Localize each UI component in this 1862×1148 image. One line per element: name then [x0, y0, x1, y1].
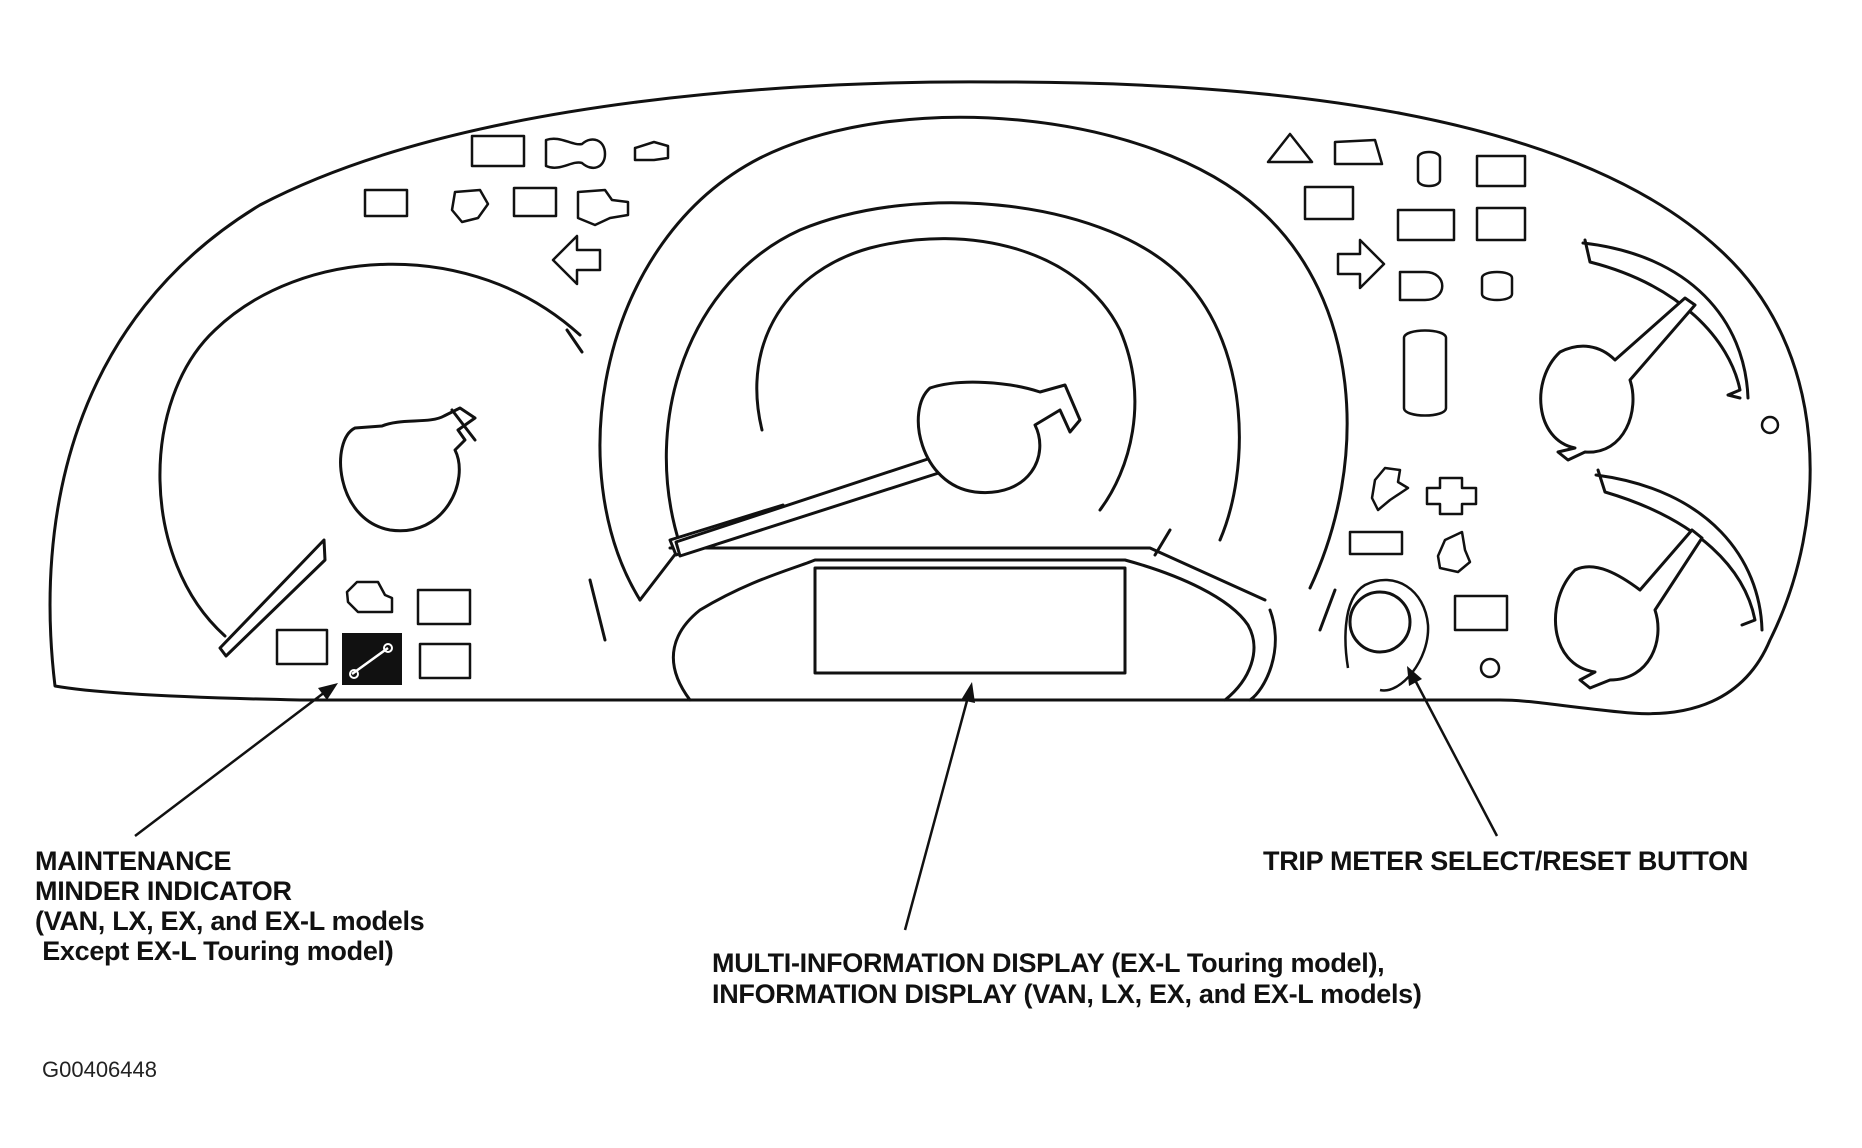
engine-icon-2 — [345, 580, 394, 614]
fuel-gauge — [1539, 238, 1780, 462]
information-display — [813, 566, 1127, 675]
arrow-left-icon — [551, 234, 602, 286]
indicator-icons-left — [275, 134, 670, 685]
figure-id: G00406448 — [42, 1057, 157, 1082]
indicator-icons-right — [1266, 132, 1527, 632]
maintenance-label-line3: (VAN, LX, EX, and EX-L models — [35, 906, 424, 936]
oil-pressure-icon — [1436, 530, 1472, 574]
cluster-housing — [48, 80, 1812, 716]
leader-lines — [134, 666, 1499, 931]
display-label-line2: INFORMATION DISPLAY (VAN, LX, EX, and EX… — [712, 979, 1422, 1009]
maintenance-label-line4: Except EX-L Touring model) — [35, 936, 393, 966]
maintenance-label-line1: MAINTENANCE — [35, 846, 231, 876]
maintenance-label-line2: MINDER INDICATOR — [35, 876, 292, 906]
engine-icon — [576, 188, 630, 227]
arrow-right-icon — [1336, 238, 1386, 290]
speedometer-hub — [916, 380, 1082, 495]
trip-button-label: TRIP METER SELECT/RESET BUTTON — [1263, 846, 1748, 876]
speedometer-frame — [588, 115, 1349, 702]
triangle-warning-icon — [1266, 132, 1314, 164]
temperature-gauge — [1479, 468, 1764, 690]
speedometer-needle — [668, 380, 1082, 558]
tachometer-hub — [339, 406, 477, 533]
battery-icon — [1425, 476, 1478, 516]
tachometer-needle — [218, 538, 327, 658]
tachometer-gauge — [158, 262, 584, 658]
bowtie-icon — [544, 137, 607, 170]
oil-icon — [450, 188, 490, 224]
trip-reset-button[interactable] — [1348, 590, 1412, 654]
display-label-line1: MULTI-INFORMATION DISPLAY (EX-L Touring … — [712, 948, 1384, 978]
seatbelt-icon — [1370, 466, 1410, 512]
key-icon — [633, 140, 670, 162]
